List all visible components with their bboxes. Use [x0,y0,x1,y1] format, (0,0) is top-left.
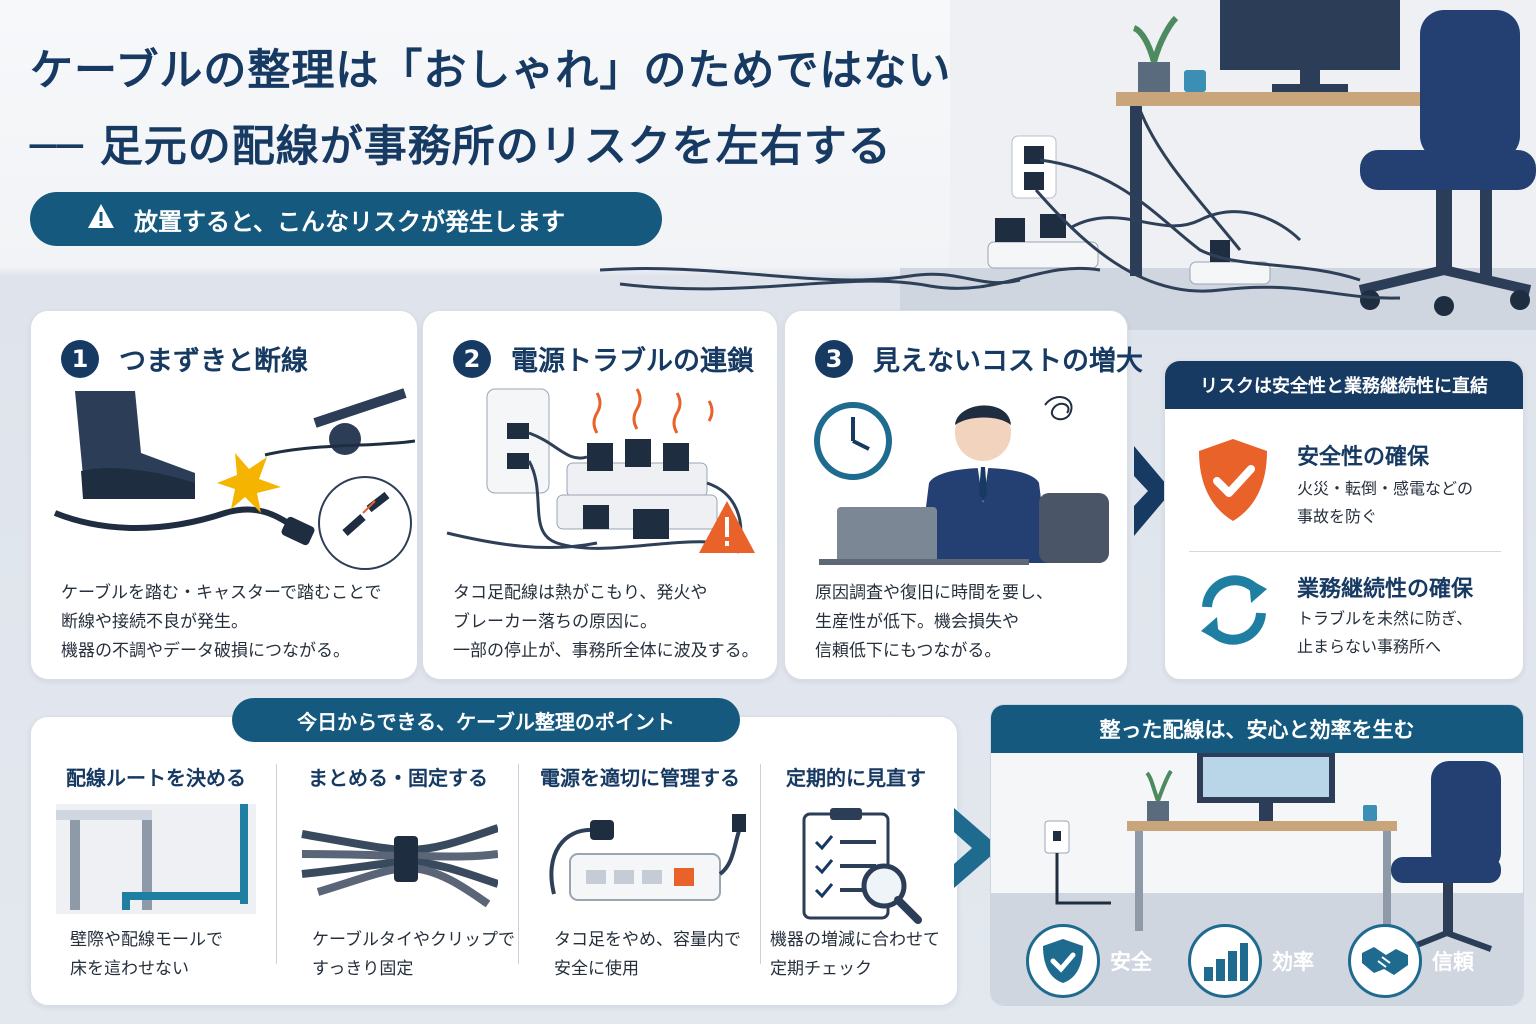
tip-power: 電源を適切に管理する タコ足をやめ、容量内で 安全に使用 [524,756,756,986]
bundled-cables-illustration [301,824,498,908]
shield-check-icon [1043,939,1083,983]
card-description: 原因調査や復旧に時間を要し、 生産性が低下。機会損失や 信頼低下にもつながる。 [815,583,1053,661]
panel-item-title: 業務継続性の確保 [1297,577,1474,602]
tip-title: 定期的に見直す [786,766,926,790]
wall-routing-illustration [56,804,256,914]
risk-card-2: 2 電源トラブルの連鎖 タコ足配線は熱がこもり、発火や ブレーカー落ちの原因に。… [422,310,778,680]
tip-description: タコ足をやめ、容量内で 安全に使用 [554,930,741,979]
cycle-icon [1201,575,1267,645]
panel-item-title: 安全性の確保 [1297,445,1430,470]
card-title: 電源トラブルの連鎖 [511,346,754,377]
card-description: タコ足配線は熱がこもり、発火や ブレーカー落ちの原因に。 一部の停止が、事務所全… [453,583,759,661]
panel-item-safety: 安全性の確保 火災・転倒・感電などの 事故を防ぐ [1165,409,1523,545]
checklist-magnifier-icon [802,808,922,924]
tip-title: 配線ルートを決める [66,766,246,790]
card-title: 見えないコストの増大 [873,346,1143,377]
tip-route: 配線ルートを決める 壁際や配線モールで 床を這わせない [40,756,272,986]
warning-icon [86,202,116,236]
bar-chart-icon [1204,943,1248,981]
badge-label: 安全 [1110,950,1152,974]
tip-description: ケーブルタイやクリップで すっきり固定 [312,930,515,979]
tip-title: まとめる・固定する [308,766,488,790]
risk-banner: 放置すると、こんなリスクが発生します [30,192,662,246]
tip-divider [276,764,277,964]
chevron-right-icon [1134,446,1172,536]
risk-banner-label: 放置すると、こんなリスクが発生します [134,207,566,236]
result-header: 整った配線は、安心と効率を生む [991,705,1523,753]
badge-label: 信頼 [1432,950,1474,974]
card-number: 3 [815,339,853,378]
office-cable-scene-illustration [600,0,1536,330]
badge-label: 効率 [1272,950,1314,974]
page-title-line-2: ── 足元の配線が事務所のリスクを左右する [30,122,892,172]
shield-check-icon [1199,439,1267,521]
tip-title: 電源を適切に管理する [540,766,740,790]
tripping-cable-illustration [53,388,415,570]
panel-item-continuity: 業務継続性の確保 トラブルを未然に防ぎ、 止まらない事務所へ [1165,553,1523,679]
power-strip-icon [549,814,746,901]
badge-efficiency: 効率 [1188,924,1314,998]
tip-divider [760,764,761,964]
risk-card-1: 1 つまずきと断線 ケーブルを踏む・キャスターで踏むことで 断線や接続不良が発生… [30,310,418,680]
card-number: 2 [453,339,491,378]
handshake-icon [1362,947,1408,975]
overloaded-power-strip-illustration [446,388,755,554]
page-title-line-1: ケーブルの整理は「おしゃれ」のためではない [30,46,952,96]
tip-description: 機器の増減に合わせて 定期チェック [770,930,940,979]
card-description: ケーブルを踏む・キャスターで踏むことで 断線や接続不良が発生。 機器の不調やデー… [61,583,382,661]
panel-item-description: トラブルを未然に防ぎ、 止まらない事務所へ [1297,609,1473,656]
badge-safety: 安全 [1026,924,1152,998]
tip-description: 壁際や配線モールで 床を這わせない [70,930,223,979]
worried-worker-illustration [814,396,1109,565]
panel-divider [1189,551,1501,552]
panel-header: リスクは安全性と業務継続性に直結 [1165,361,1523,409]
chevron-right-icon [954,808,1000,888]
tips-header: 今日からできる、ケーブル整理のポイント [232,698,740,742]
panel-item-description: 火災・転倒・感電などの 事故を防ぐ [1297,479,1474,526]
tip-bundle: まとめる・固定する ケーブルタイやクリップで すっきり固定 [282,756,515,986]
risk-card-3: 3 見えないコストの増大 原因調査や復旧に時間を要し、 生産性が低下。機会損失や… [784,310,1143,680]
tip-divider [518,764,519,964]
risk-impact-panel: リスクは安全性と業務継続性に直結 安全性の確保 火災・転倒・感電などの 事故を防… [1164,360,1524,680]
card-number: 1 [61,339,99,378]
card-title: つまずきと断線 [119,346,308,377]
tip-review: 定期的に見直す 機器の増減に合わせて 定期チェック [740,756,972,986]
badge-trust: 信頼 [1348,924,1474,998]
